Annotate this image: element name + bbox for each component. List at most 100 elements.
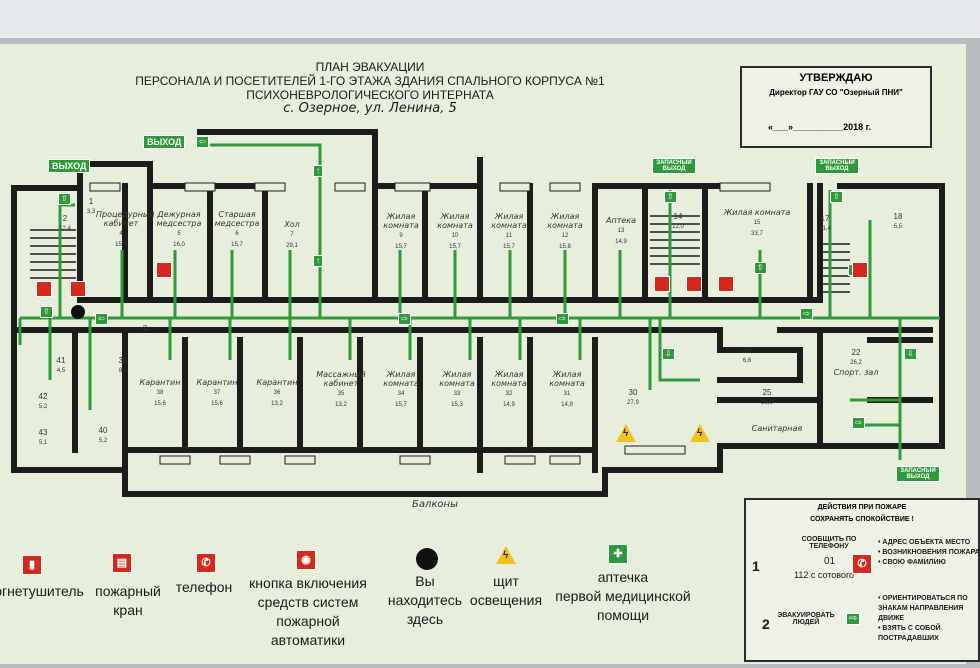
step-1-mobile: 112 с сотового bbox=[794, 570, 855, 580]
fire-extinguisher-icon bbox=[686, 276, 702, 292]
fire-alarm-button-icon: ◉ bbox=[296, 550, 316, 570]
approval-signer: Директор ГАУ СО "Озерный ПНИ" bbox=[769, 88, 903, 97]
legend-you-label: Вы находитесь здесь bbox=[387, 573, 463, 627]
fire-hydrant-icon: ▤ bbox=[112, 553, 132, 573]
fire-actions-box: ДЕЙСТВИЯ ПРИ ПОЖАРЕ СОХРАНЯТЬ СПОКОЙСТВИ… bbox=[744, 498, 980, 662]
actions-heading: ДЕЙСТВИЯ ПРИ ПОЖАРЕ bbox=[817, 504, 907, 511]
phone-icon: ✆ bbox=[196, 553, 216, 573]
approval-date: «___»__________2018 г. bbox=[768, 122, 871, 132]
floor-plan bbox=[11, 129, 945, 497]
step-1-number: 1 bbox=[752, 558, 760, 574]
legend-panel-label: щит освещения bbox=[469, 573, 543, 608]
spare-exit-sign-1: ЗАПАСНЫЙ ВЫХОД bbox=[652, 158, 696, 174]
exit-arrow-icon: ⇦ bbox=[196, 136, 209, 148]
lighting-panel-icon: ϟ bbox=[690, 424, 710, 442]
legend-alarm-label: кнопка включения средств систем пожарной… bbox=[249, 575, 367, 648]
fire-extinguisher-icon bbox=[70, 281, 86, 297]
phone-icon: ✆ bbox=[852, 554, 872, 574]
step-2-number: 2 bbox=[762, 616, 770, 632]
fire-hydrant-icon bbox=[852, 262, 868, 278]
exit-arrow-icon: ↑ bbox=[313, 165, 323, 177]
exit-arrow-icon: ⇦ bbox=[95, 313, 108, 325]
step-1-text: СООБЩИТЬ ПО ТЕЛЕФОНУ bbox=[801, 536, 857, 550]
exit-arrow-icon: ⇨ bbox=[800, 308, 813, 320]
spare-exit-sign-2: ЗАПАСНЫЙ ВЫХОД bbox=[815, 158, 859, 174]
exit-arrow-icon: ⇩ bbox=[662, 348, 675, 360]
you-are-here-dot bbox=[71, 305, 85, 319]
exit-arrow-icon: ⇨ bbox=[556, 313, 569, 325]
exit-sign-top: ВЫХОД bbox=[143, 135, 186, 149]
legend-firstaid-label: аптечка первой медицинской помощи bbox=[555, 569, 691, 623]
title-line-2: ПЕРСОНАЛА И ПОСЕТИТЕЛЕЙ 1-ГО ЭТАЖА ЗДАНИ… bbox=[135, 74, 605, 88]
exit-sign-left: ВЫХОД bbox=[48, 159, 91, 173]
legend-phone-label: телефон bbox=[175, 579, 233, 595]
fire-extinguisher-icon: ▮ bbox=[22, 555, 42, 575]
fire-hydrant-icon bbox=[36, 281, 52, 297]
lighting-panel-icon: ϟ bbox=[496, 546, 516, 564]
title-address: с. Озерное, ул. Ленина, 5 bbox=[283, 101, 457, 116]
exit-arrow-icon: ⇨ bbox=[398, 313, 411, 325]
step-2-text: ЭВАКУИРОВАТЬ ЛЮДЕЙ bbox=[777, 612, 835, 626]
exit-arrow-icon: ⇨ bbox=[846, 613, 861, 625]
exit-arrow-icon: ⇧ bbox=[58, 193, 71, 205]
step-2-list: • ОРИЕНТИРОВАТЬСЯ ПО ЗНАКАМ НАПРАВЛЕНИЯ … bbox=[878, 595, 968, 642]
exit-arrow-icon: ⇨ bbox=[852, 417, 865, 429]
fire-hydrant-icon bbox=[654, 276, 670, 292]
exit-arrow-icon: ⇧ bbox=[664, 191, 677, 203]
approval-box: УТВЕРЖДАЮ Директор ГАУ СО "Озерный ПНИ" … bbox=[740, 66, 932, 148]
lighting-panel-icon: ϟ bbox=[616, 424, 636, 442]
balconies-label: Балконы bbox=[412, 499, 458, 510]
actions-subheading: СОХРАНЯТЬ СПОКОЙСТВИЕ ! bbox=[810, 516, 914, 523]
fire-extinguisher-icon bbox=[718, 276, 734, 292]
room-sanitary: Санитарная bbox=[751, 424, 803, 433]
plan-title: ПЛАН ЭВАКУАЦИИ ПЕРСОНАЛА И ПОСЕТИТЕЛЕЙ 1… bbox=[90, 60, 650, 116]
phone-icon bbox=[156, 262, 172, 278]
exit-arrow-icon: ⇧ bbox=[754, 262, 767, 274]
title-line-1: ПЛАН ЭВАКУАЦИИ bbox=[315, 60, 425, 74]
approval-heading: УТВЕРЖДАЮ bbox=[799, 72, 873, 84]
step-1-list: • АДРЕС ОБЪЕКТА МЕСТО • ВОЗНИКНОВЕНИЯ ПО… bbox=[878, 539, 980, 566]
exit-arrow-icon: ↑ bbox=[313, 255, 323, 267]
legend-extinguisher-label: огнетушитель bbox=[0, 583, 84, 599]
exit-arrow-icon: ⇩ bbox=[904, 348, 917, 360]
first-aid-icon: ✚ bbox=[608, 544, 628, 564]
you-are-here-icon bbox=[416, 548, 438, 570]
exit-arrow-icon: ⇧ bbox=[40, 306, 53, 318]
room-3: 3 bbox=[142, 324, 148, 333]
step-1-phone: 01 bbox=[824, 556, 836, 567]
exit-arrow-icon: ⇧ bbox=[830, 191, 843, 203]
legend-hydrant-label: пожарный кран bbox=[95, 583, 161, 618]
